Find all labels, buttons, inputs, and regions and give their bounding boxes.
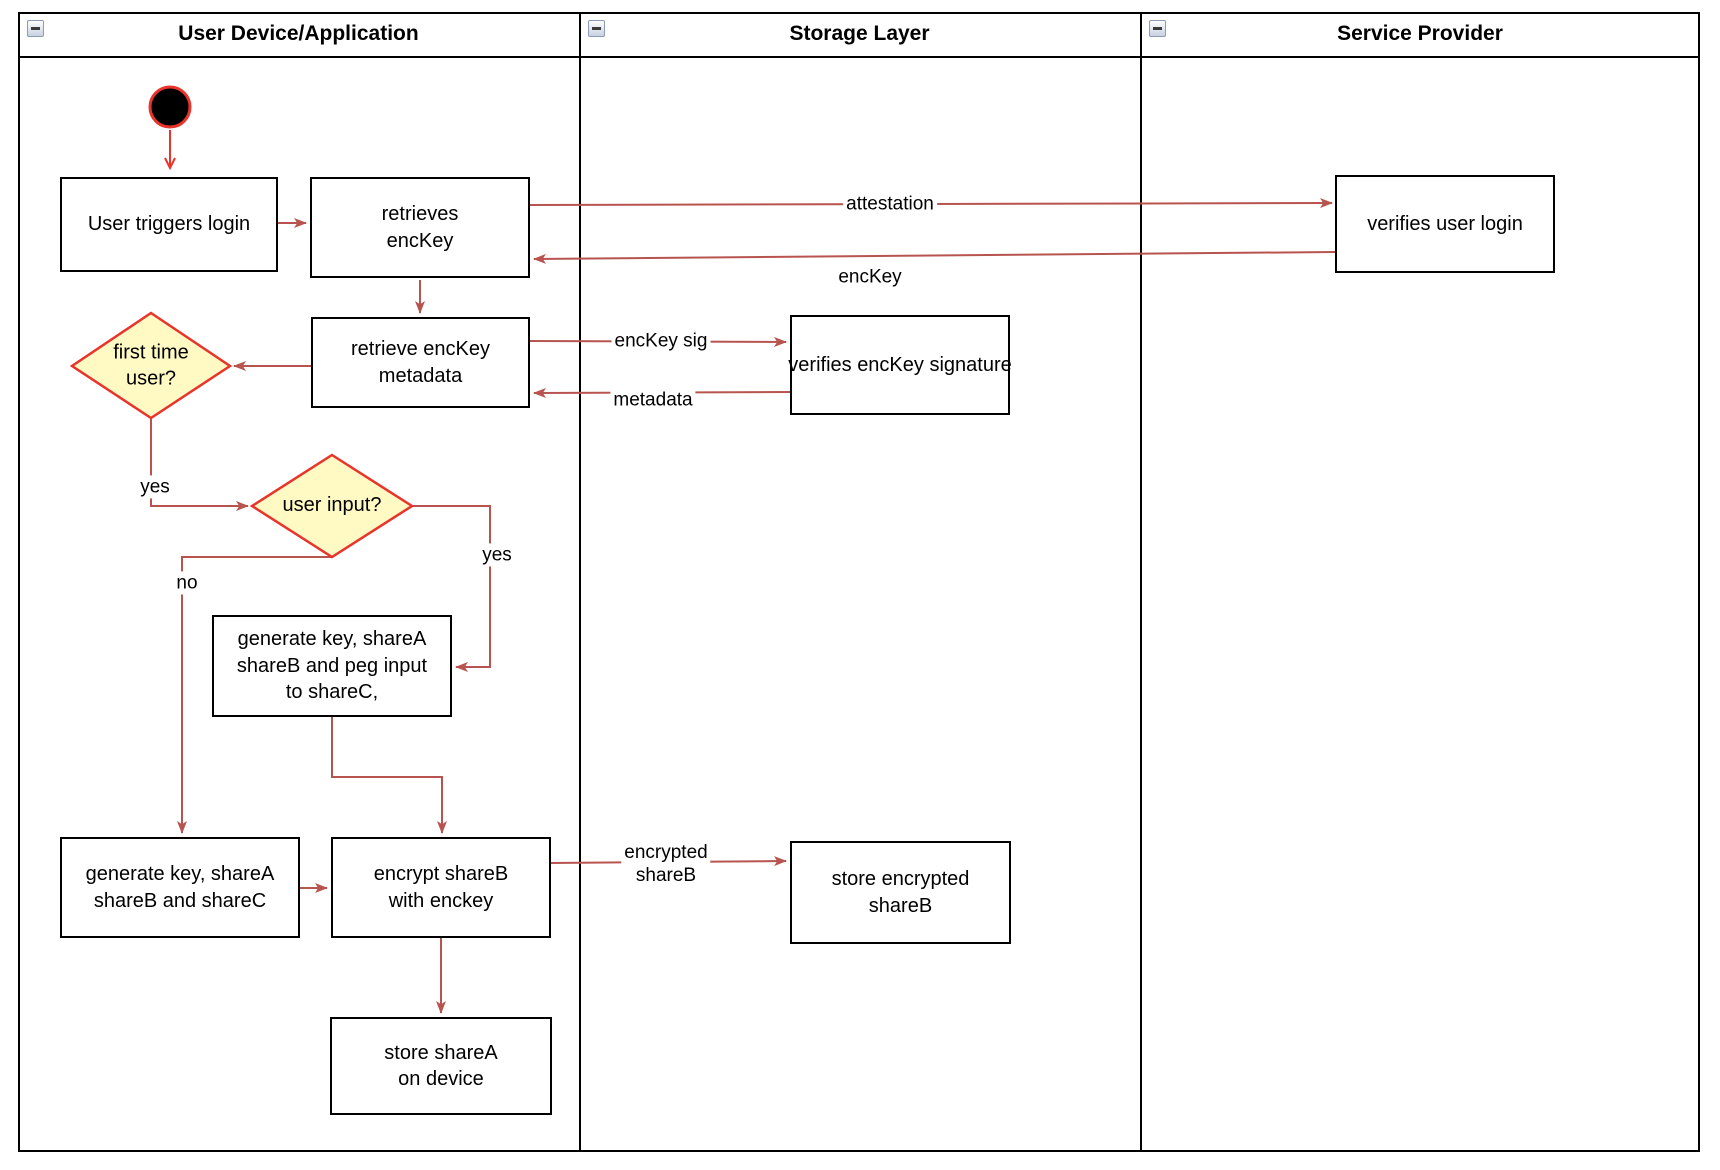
- edge-label-attestation: attestation: [843, 192, 937, 216]
- lane-header-service-provider[interactable]: Service Provider: [1140, 12, 1700, 58]
- minus-icon: [592, 27, 601, 30]
- node-label: generate key, shareA shareB and peg inpu…: [236, 628, 428, 704]
- node-label: retrieve encKey metadata: [351, 338, 490, 387]
- lane-divider: [1140, 12, 1142, 1152]
- minus-icon: [1153, 27, 1162, 30]
- edge-label-enckey: encKey: [835, 265, 905, 289]
- node-generate-key-sharec[interactable]: generate key, shareA shareB and shareC: [60, 837, 300, 938]
- edge-label-encrypted-shareb: encrypted shareB: [621, 840, 711, 888]
- edge-label-yes-first-time: yes: [137, 475, 173, 499]
- lane-header-user-device[interactable]: User Device/Application: [18, 12, 579, 58]
- lane-title: Storage Layer: [789, 22, 930, 45]
- lane-divider: [579, 12, 581, 1152]
- edge-enckey-return: [533, 251, 1336, 264]
- edge-peg-to-encrypt: [331, 717, 447, 834]
- edge-user-input-no: [177, 556, 332, 834]
- node-encrypt-shareb[interactable]: encrypt shareB with enckey: [331, 837, 551, 938]
- lane-title: Service Provider: [1337, 22, 1503, 45]
- lane-header-storage-layer[interactable]: Storage Layer: [579, 12, 1140, 58]
- node-label: verifies encKey signature: [788, 353, 1012, 376]
- node-label: generate key, shareA shareB and shareC: [85, 863, 275, 912]
- decision-label-first-time-user: first time user?: [113, 341, 189, 389]
- edge-label-metadata: metadata: [610, 388, 696, 412]
- node-verifies-user-login[interactable]: verifies user login: [1335, 175, 1555, 273]
- start-node[interactable]: [148, 85, 192, 129]
- node-verifies-enckey-signature[interactable]: verifies encKey signature: [788, 315, 1012, 415]
- edge-first-time-yes: [150, 418, 249, 511]
- node-user-triggers-login[interactable]: User triggers login: [60, 177, 278, 272]
- node-label: store shareA on device: [384, 1041, 498, 1090]
- node-retrieves-enckey[interactable]: retrieves encKey: [310, 177, 530, 278]
- collapse-icon[interactable]: [588, 20, 605, 37]
- node-label: verifies user login: [1367, 212, 1523, 235]
- node-label: store encrypted shareB: [831, 868, 970, 917]
- node-store-sharea[interactable]: store shareA on device: [330, 1017, 552, 1115]
- edge-label-enckey-sig: encKey sig: [611, 329, 711, 353]
- node-retrieve-enckey-metadata[interactable]: retrieve encKey metadata: [311, 317, 530, 408]
- decision-user-input[interactable]: [249, 453, 415, 559]
- node-generate-key-peg-input[interactable]: generate key, shareA shareB and peg inpu…: [212, 615, 452, 717]
- node-store-encrypted-shareb[interactable]: store encrypted shareB: [790, 841, 1011, 944]
- collapse-icon[interactable]: [1149, 20, 1166, 37]
- node-label: encrypt shareB with enckey: [373, 863, 509, 912]
- minus-icon: [31, 27, 40, 30]
- node-label: User triggers login: [87, 213, 251, 236]
- edge-user-input-yes: [412, 505, 491, 672]
- collapse-icon[interactable]: [27, 20, 44, 37]
- lane-title: User Device/Application: [178, 22, 419, 45]
- edge-label-no-user-input: no: [173, 571, 201, 595]
- decision-label-user-input: user input?: [282, 494, 382, 517]
- edge-label-yes-user-input: yes: [479, 543, 515, 567]
- node-label: retrieves encKey: [381, 203, 459, 252]
- decision-first-time-user[interactable]: [69, 311, 233, 420]
